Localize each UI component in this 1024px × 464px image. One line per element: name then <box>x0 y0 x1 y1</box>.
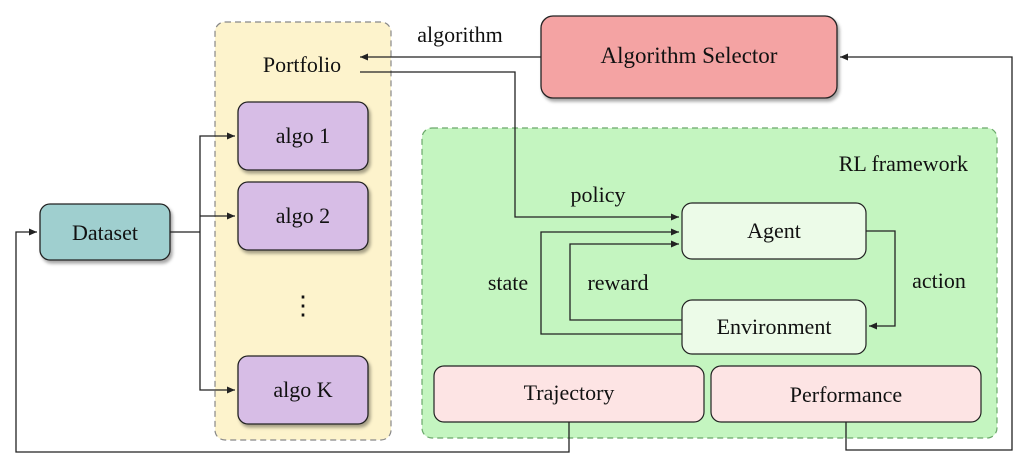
edge-action <box>866 230 896 330</box>
edge-dataset-algo-1 <box>199 132 235 232</box>
edge-trajectory-feedback <box>15 228 570 453</box>
edge-label-algorithm: algorithm <box>417 22 503 47</box>
dataset-label: Dataset <box>72 220 138 245</box>
portfolio-title: Portfolio <box>263 52 341 77</box>
edge-reward <box>569 240 682 321</box>
edge-policy <box>360 71 679 221</box>
agent-label: Agent <box>747 218 801 243</box>
algo-ellipsis: ⋮ <box>290 291 316 320</box>
performance-box[interactable]: Performance <box>710 365 982 423</box>
dataset-box[interactable]: Dataset <box>39 203 171 261</box>
performance-label: Performance <box>790 382 902 407</box>
edge-label-state: state <box>488 270 528 295</box>
algorithm-selector-label: Algorithm Selector <box>601 43 778 68</box>
trajectory-label: Trajectory <box>524 380 615 405</box>
algo-2-label: algo 2 <box>276 203 330 228</box>
environment-label: Environment <box>717 314 832 339</box>
environment-box[interactable]: Environment <box>681 299 867 355</box>
edge-performance-feedback <box>840 53 1013 451</box>
algo-1-box[interactable]: algo 1 <box>237 101 369 171</box>
algo-k-label: algo K <box>273 377 332 402</box>
edge-label-policy: policy <box>571 182 626 207</box>
trajectory-box[interactable]: Trajectory <box>433 365 705 423</box>
rl-framework-title: RL framework <box>839 151 968 176</box>
edge-label-reward: reward <box>587 270 648 295</box>
edge-dataset-algo-k <box>199 232 235 394</box>
edge-label-action: action <box>912 268 966 293</box>
algorithm-selector-box[interactable]: Algorithm Selector <box>540 15 838 99</box>
agent-box[interactable]: Agent <box>681 202 867 260</box>
algo-2-box[interactable]: algo 2 <box>237 181 369 251</box>
edge-state <box>540 228 682 335</box>
algo-k-box[interactable]: algo K <box>237 355 369 425</box>
algo-1-label: algo 1 <box>276 123 330 148</box>
